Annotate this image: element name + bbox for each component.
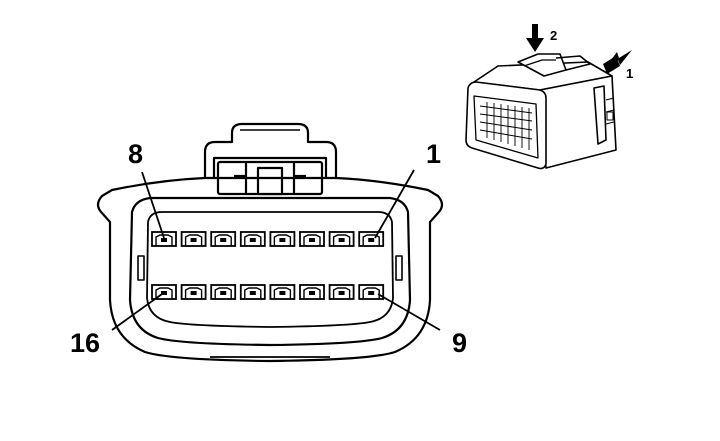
pin-terminal — [328, 284, 355, 300]
connector-face — [96, 122, 444, 363]
pin-terminal — [151, 231, 177, 247]
pin-terminal — [180, 284, 207, 300]
left-slot — [137, 255, 145, 281]
latch-housing — [203, 122, 338, 178]
pin-terminal — [299, 284, 325, 300]
cavity — [146, 211, 394, 328]
leader-lines — [111, 169, 441, 331]
pin-label-9: 9 — [452, 328, 467, 358]
leader-pin-8 — [141, 171, 165, 239]
pin-terminal — [269, 284, 296, 300]
pin-terminal — [269, 231, 296, 247]
pin-terminal — [151, 284, 177, 300]
pin-label-16: 16 — [70, 328, 100, 358]
pin-terminal — [239, 231, 266, 247]
pull-arrow-icon — [603, 50, 632, 74]
connector-iso-view — [465, 53, 617, 170]
pin-terminal — [239, 284, 266, 300]
pin-terminal — [299, 231, 325, 247]
right-slot — [395, 255, 403, 281]
pin-terminal — [358, 284, 385, 300]
press-arrow-icon — [526, 24, 544, 52]
step-label-press: 2 — [550, 28, 557, 43]
pin-label-8: 8 — [128, 139, 143, 169]
step-label-pull: 1 — [626, 66, 633, 81]
inner-shell — [128, 196, 412, 347]
outer-shell — [96, 176, 444, 363]
pin-terminal — [180, 231, 207, 247]
pin-terminal — [210, 284, 237, 300]
pin-terminal — [210, 231, 237, 247]
pin-label-1: 1 — [426, 139, 441, 169]
pin-terminal — [358, 231, 385, 247]
pin-terminal — [328, 231, 355, 247]
leader-pin-9 — [377, 293, 441, 331]
pin-terminals — [151, 231, 385, 300]
leader-pin-1 — [374, 169, 415, 239]
leader-pin-16 — [111, 293, 163, 331]
